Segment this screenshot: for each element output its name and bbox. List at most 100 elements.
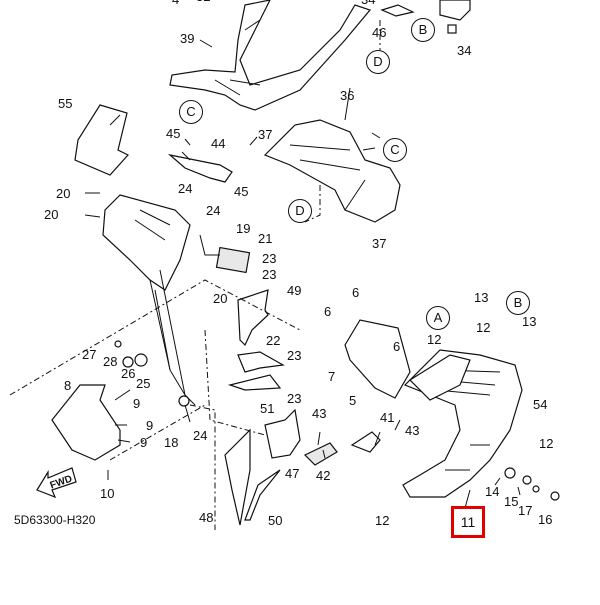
ref-circle-c: C: [383, 138, 407, 162]
part-label-12[interactable]: 12: [375, 513, 390, 528]
part-label-54[interactable]: 54: [533, 397, 548, 412]
part-label-43[interactable]: 43: [405, 423, 420, 438]
part-label-24[interactable]: 24: [193, 428, 208, 443]
part-label-14[interactable]: 14: [485, 484, 500, 499]
part-label-47[interactable]: 47: [285, 466, 300, 481]
part-label-19[interactable]: 19: [236, 221, 251, 236]
part-label-44[interactable]: 44: [211, 136, 226, 151]
part-label-12[interactable]: 12: [539, 436, 554, 451]
part-label-51[interactable]: 51: [260, 401, 275, 416]
part-label-12[interactable]: 12: [476, 320, 491, 335]
part-label-36[interactable]: 36: [340, 88, 355, 103]
part-50: [244, 469, 281, 521]
part-label-37[interactable]: 37: [258, 127, 273, 142]
part-49: [237, 289, 269, 347]
part-label-23[interactable]: 23: [287, 391, 302, 406]
part-42: [303, 442, 338, 466]
ref-circle-b: B: [411, 18, 435, 42]
part-label-9[interactable]: 9: [133, 396, 141, 411]
part-5: [344, 319, 411, 399]
part-label-18[interactable]: 18: [164, 435, 179, 450]
part-51: [227, 374, 282, 391]
part-18: [178, 395, 190, 407]
part-8: [51, 384, 121, 461]
part-label-9[interactable]: 9: [140, 435, 148, 450]
ref-circle-d: D: [288, 199, 312, 223]
part-label-27[interactable]: 27: [82, 347, 97, 362]
part-label-43[interactable]: 43: [312, 406, 327, 421]
part-label-23[interactable]: 23: [262, 251, 277, 266]
part-label-10[interactable]: 10: [100, 486, 115, 501]
part-label-17[interactable]: 17: [518, 503, 533, 518]
part-label-24[interactable]: 24: [206, 203, 221, 218]
part-34-bracket: [439, 0, 471, 21]
part-label-26[interactable]: 26: [121, 366, 136, 381]
part-label-49[interactable]: 49: [287, 283, 302, 298]
part-label-46[interactable]: 46: [372, 25, 387, 40]
part-22: [237, 351, 285, 373]
part-label-20[interactable]: 20: [56, 186, 71, 201]
part-47: [264, 408, 301, 459]
part-label-45[interactable]: 45: [234, 184, 249, 199]
part-label-34[interactable]: 34: [361, 0, 375, 7]
part-label-50[interactable]: 50: [268, 513, 283, 528]
part-label-39[interactable]: 39: [180, 31, 195, 46]
part-label-41[interactable]: 41: [380, 410, 395, 425]
part-label-4[interactable]: 4: [172, 0, 179, 7]
part-28: [114, 340, 122, 348]
ref-circle-b: B: [506, 291, 530, 315]
part-label-24[interactable]: 24: [178, 181, 193, 196]
part-label-6[interactable]: 6: [393, 339, 401, 354]
part-label-21[interactable]: 21: [258, 231, 273, 246]
part-label-6[interactable]: 6: [352, 285, 360, 300]
part-label-16[interactable]: 16: [538, 512, 553, 527]
part-label-48[interactable]: 48: [199, 510, 214, 525]
part-36: [263, 119, 401, 223]
part-34-clip: [447, 24, 457, 34]
part-55: [74, 104, 129, 176]
part-label-34[interactable]: 34: [457, 43, 472, 58]
part-label-11-highlighted[interactable]: 11: [451, 506, 485, 538]
part-label-13[interactable]: 13: [474, 290, 489, 305]
part-label-28[interactable]: 28: [103, 354, 118, 369]
part-label-5[interactable]: 5: [349, 393, 357, 408]
part-label-45[interactable]: 45: [166, 126, 181, 141]
part-label-55[interactable]: 55: [58, 96, 73, 111]
part-label-6[interactable]: 6: [324, 304, 332, 319]
part-26: [122, 356, 134, 368]
part-label-22[interactable]: 22: [266, 333, 281, 348]
part-label-13[interactable]: 13: [522, 314, 537, 329]
part-15: [522, 475, 532, 485]
part-label-23[interactable]: 23: [262, 267, 277, 282]
ref-circle-a: A: [426, 306, 450, 330]
part-48: [224, 428, 251, 526]
part-label-15[interactable]: 15: [504, 494, 519, 509]
part-17: [532, 485, 540, 493]
part-label-8[interactable]: 8: [64, 378, 72, 393]
part-label-9[interactable]: 9: [146, 418, 154, 433]
part-41: [350, 431, 381, 453]
part-label-20[interactable]: 20: [213, 291, 228, 306]
part-46: [380, 4, 415, 17]
fwd-arrow: [36, 467, 77, 499]
part-label-12[interactable]: 12: [427, 332, 442, 347]
part-label-7[interactable]: 7: [328, 369, 336, 384]
part-21: [215, 246, 251, 274]
part-label-42[interactable]: 42: [316, 468, 331, 483]
part-label-37[interactable]: 37: [372, 236, 387, 251]
ref-circle-d: D: [366, 50, 390, 74]
part-44: [167, 153, 233, 183]
part-16: [550, 491, 560, 501]
part-top-cowl: [169, 0, 372, 111]
part-25: [134, 353, 148, 367]
part-label-23[interactable]: 23: [287, 348, 302, 363]
diagram-code: 5D63300-H320: [14, 513, 96, 527]
part-label-32[interactable]: 32: [196, 0, 210, 4]
part-label-25[interactable]: 25: [136, 376, 151, 391]
part-label-20[interactable]: 20: [44, 207, 59, 222]
ref-circle-c: C: [179, 100, 203, 124]
part-14: [504, 467, 516, 479]
part-inner-panel: [102, 194, 191, 291]
